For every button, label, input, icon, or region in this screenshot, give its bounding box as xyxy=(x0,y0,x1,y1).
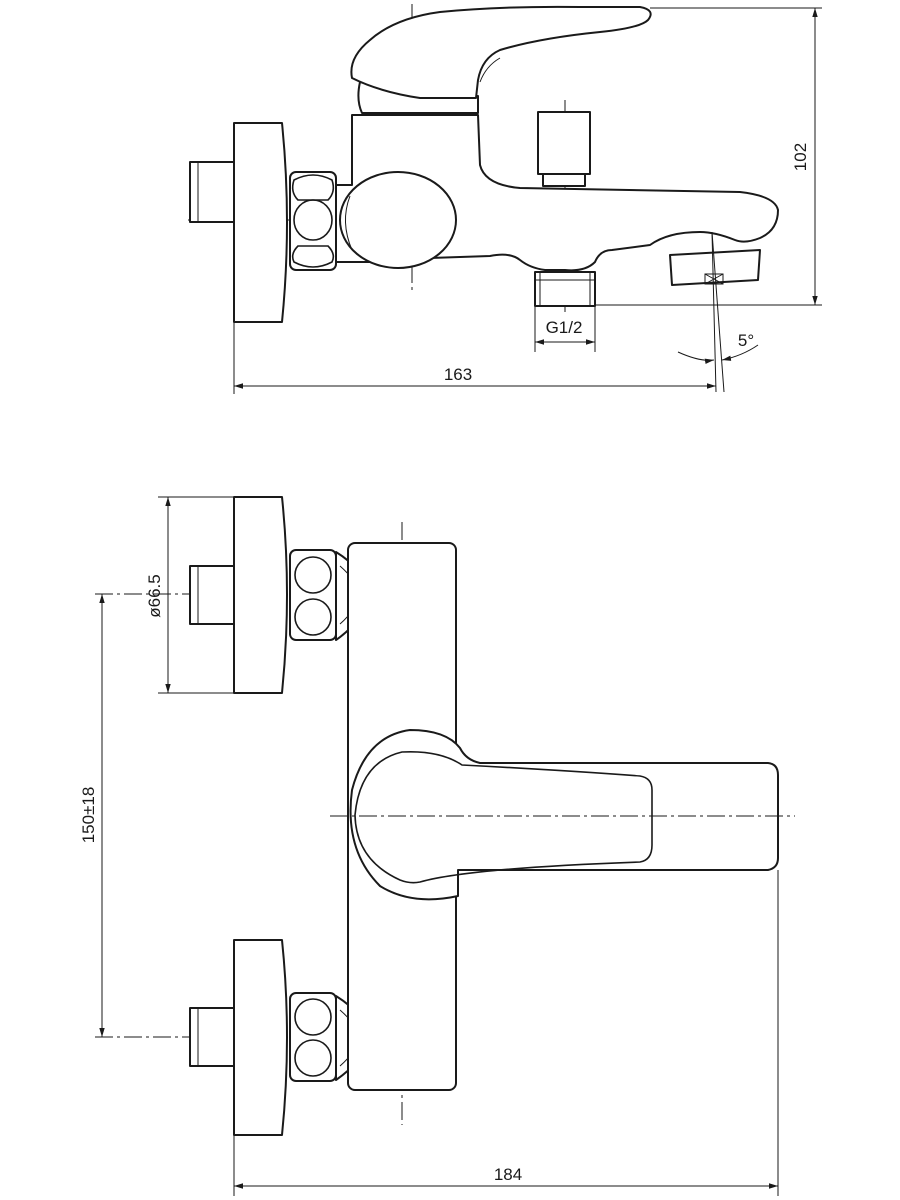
front-upper-flange xyxy=(233,496,288,694)
front-lower-flange xyxy=(233,939,288,1136)
front-upper-stub xyxy=(189,565,235,625)
front-lever-inner-face xyxy=(354,750,653,884)
dim-g12-label: G1/2 xyxy=(546,318,583,337)
side-connector-nut xyxy=(289,171,337,271)
side-aerator-mark xyxy=(704,273,724,285)
side-lever-handle xyxy=(350,5,652,99)
front-lower-nut-body xyxy=(289,992,337,1082)
dim-102-label: 102 xyxy=(791,143,810,171)
dim-flange-label: ø66.5 xyxy=(145,574,164,617)
side-aerator-cross xyxy=(704,273,724,285)
front-upper-nut xyxy=(289,549,337,641)
dim-184-label: 184 xyxy=(494,1165,522,1184)
side-diverter-knob xyxy=(537,111,591,175)
front-lever-handle xyxy=(349,729,779,901)
front-lower-nut-knurl-bottom xyxy=(294,1039,332,1077)
side-spout-angle-line xyxy=(711,231,725,393)
side-nut-knurl-top xyxy=(291,174,335,201)
front-upper-nut-knurl-bottom xyxy=(294,598,332,636)
side-spout-vertical-line xyxy=(711,231,717,393)
side-inlet-stub xyxy=(189,161,235,223)
side-view: 5° 102 G1/2 163 xyxy=(188,4,822,394)
side-nut-body xyxy=(289,171,337,271)
side-shower-outlet xyxy=(534,271,596,307)
front-lower-stub xyxy=(189,1007,235,1067)
side-diverter-base xyxy=(542,173,586,187)
angle-arc-right xyxy=(721,344,759,361)
side-wall-flange xyxy=(233,122,288,323)
angle-label: 5° xyxy=(738,331,754,350)
side-nut-knurl-middle xyxy=(293,199,333,241)
side-lever-edge xyxy=(479,57,501,83)
front-upper-nut-knurl-top xyxy=(294,556,332,594)
side-nut-knurl-bottom xyxy=(291,245,335,268)
front-view: ø66.5 150±18 184 xyxy=(79,496,795,1196)
angle-arc-left xyxy=(677,351,715,364)
front-lower-nut-knurl-top xyxy=(294,998,332,1036)
front-lower-nut xyxy=(289,992,337,1082)
side-cap-shadow xyxy=(345,195,353,251)
dim-163-label: 163 xyxy=(444,365,472,384)
side-cartridge-cap xyxy=(339,171,457,269)
dim-spacing-label: 150±18 xyxy=(79,787,98,844)
